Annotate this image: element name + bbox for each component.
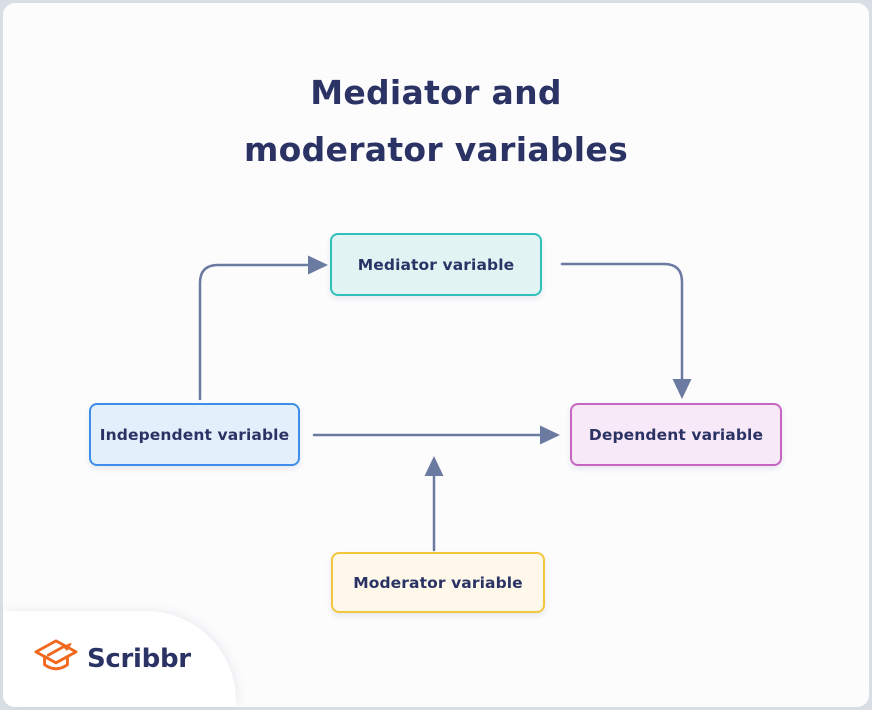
node-mediator-variable: Mediator variable (330, 233, 542, 296)
node-moderator-variable: Moderator variable (331, 552, 545, 613)
page-title-line1: Mediator and (310, 73, 562, 112)
graduation-cap-pencil-icon (33, 638, 79, 680)
node-moderator-label: Moderator variable (353, 573, 523, 592)
logo-wordmark: Scribbr (87, 644, 191, 674)
node-independent-variable: Independent variable (89, 403, 300, 466)
page-title-line2: moderator variables (243, 130, 629, 169)
logo-plate: Scribbr (3, 611, 236, 707)
node-independent-label: Independent variable (99, 425, 290, 444)
node-mediator-label: Mediator variable (357, 255, 515, 274)
node-dependent-variable: Dependent variable (570, 403, 782, 466)
node-dependent-label: Dependent variable (588, 425, 764, 444)
page-title: Mediator and moderator variables (0, 64, 872, 178)
